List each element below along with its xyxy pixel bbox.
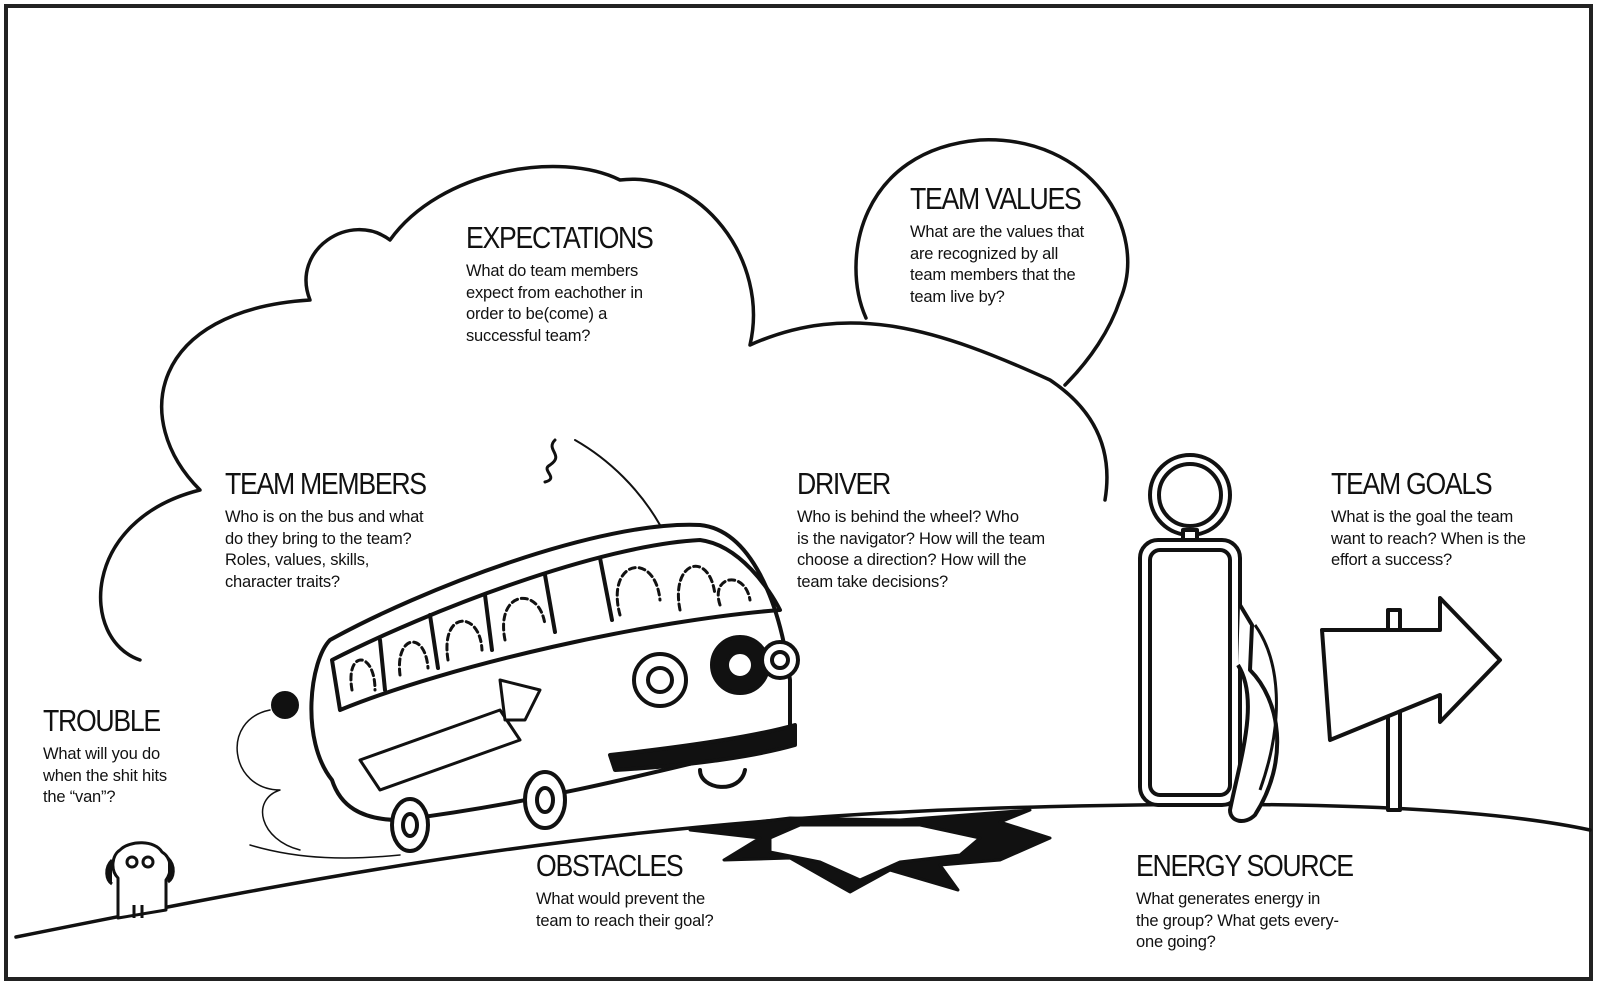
text-line: team to reach their goal? xyxy=(536,911,714,933)
team-members-text: Who is on the bus and what do they bring… xyxy=(225,507,458,593)
trouble-text: What will you do when the shit hits the … xyxy=(43,744,179,809)
text-line: What are the values that xyxy=(910,222,1108,244)
text-line: choose a direction? How will the xyxy=(797,550,1045,572)
text-line: want to reach? When is the xyxy=(1331,529,1526,551)
text-line: team members that the xyxy=(910,265,1108,287)
text-line: expect from eachother in xyxy=(466,283,683,305)
text-line: Who is behind the wheel? Who xyxy=(797,507,1045,529)
section-team-goals: TEAM GOALS What is the goal the team wan… xyxy=(1331,468,1526,572)
team-goals-text: What is the goal the team want to reach?… xyxy=(1331,507,1526,572)
trouble-title: TROUBLE xyxy=(43,705,160,736)
section-obstacles: OBSTACLES What would prevent the team to… xyxy=(536,850,714,932)
driver-text: Who is behind the wheel? Who is the navi… xyxy=(797,507,1045,593)
team-values-text: What are the values that are recognized … xyxy=(910,222,1108,308)
text-line: effort a success? xyxy=(1331,550,1526,572)
expectations-text: What do team members expect from eachoth… xyxy=(466,261,683,347)
obstacles-text: What would prevent the team to reach the… xyxy=(536,889,714,932)
text-line: the “van”? xyxy=(43,787,179,809)
text-line: What will you do xyxy=(43,744,179,766)
team-members-title: TEAM MEMBERS xyxy=(225,468,426,499)
section-driver: DRIVER Who is behind the wheel? Who is t… xyxy=(797,468,1045,593)
text-line: What generates energy in xyxy=(1136,889,1388,911)
text-line: one going? xyxy=(1136,932,1388,954)
text-line: is the navigator? How will the team xyxy=(797,529,1045,551)
fuel-pump-icon xyxy=(1140,455,1277,821)
text-line: character traits? xyxy=(225,572,458,594)
text-line: order to be(come) a xyxy=(466,304,683,326)
text-line: Roles, values, skills, xyxy=(225,550,458,572)
text-line: What would prevent the xyxy=(536,889,714,911)
arrow-signpost-icon xyxy=(1322,598,1500,810)
driver-title: DRIVER xyxy=(797,468,1010,499)
text-line: Who is on the bus and what xyxy=(225,507,458,529)
section-energy-source: ENERGY SOURCE What generates energy in t… xyxy=(1136,850,1388,954)
section-trouble: TROUBLE What will you do when the shit h… xyxy=(43,705,179,809)
text-line: successful team? xyxy=(466,326,683,348)
text-line: are recognized by all xyxy=(910,244,1108,266)
dog-icon xyxy=(107,843,174,918)
energy-source-title: ENERGY SOURCE xyxy=(1136,850,1353,881)
expectations-title: EXPECTATIONS xyxy=(466,222,652,253)
text-line: What is the goal the team xyxy=(1331,507,1526,529)
section-team-values: TEAM VALUES What are the values that are… xyxy=(910,183,1108,308)
text-line: when the shit hits xyxy=(43,766,179,788)
text-line: team take decisions? xyxy=(797,572,1045,594)
text-line: do they bring to the team? xyxy=(225,529,458,551)
ground-crack xyxy=(690,810,1050,892)
team-values-title: TEAM VALUES xyxy=(910,183,1081,214)
text-line: What do team members xyxy=(466,261,683,283)
section-expectations: EXPECTATIONS What do team members expect… xyxy=(466,222,683,347)
section-team-members: TEAM MEMBERS Who is on the bus and what … xyxy=(225,468,458,593)
team-goals-title: TEAM GOALS xyxy=(1331,468,1498,499)
obstacles-title: OBSTACLES xyxy=(536,850,689,881)
energy-source-text: What generates energy in the group? What… xyxy=(1136,889,1388,954)
text-line: the group? What gets every- xyxy=(1136,911,1388,933)
text-line: team live by? xyxy=(910,287,1108,309)
